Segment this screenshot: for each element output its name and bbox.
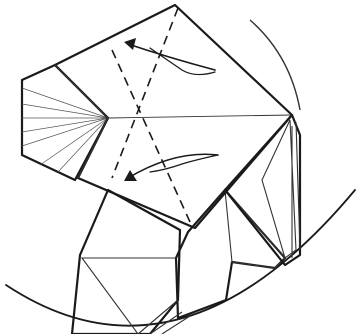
valley-fold-line	[112, 50, 190, 222]
lower-body-crease	[162, 316, 190, 334]
fold-arrowhead	[124, 38, 136, 50]
left-flap-crease	[22, 118, 108, 132]
background-circle-arc-upper	[250, 20, 300, 110]
left-flap-crease	[22, 88, 108, 118]
fold-arrowhead	[124, 170, 137, 181]
main-panel	[55, 5, 292, 228]
left-flap	[22, 65, 108, 180]
fold-arrow	[128, 44, 215, 70]
valley-fold-line	[112, 8, 178, 178]
right-layers	[225, 115, 300, 265]
main-panel-edge-crease	[55, 65, 108, 118]
fold-lines	[112, 8, 190, 222]
fold-arrow	[150, 155, 218, 172]
background-circle-arc	[6, 190, 355, 326]
right-layer-dark	[225, 115, 300, 265]
lower-body	[72, 190, 285, 334]
main-panel-edge-crease	[78, 118, 108, 178]
left-flap-crease	[40, 118, 108, 165]
main-panel-diagonal-crease	[108, 115, 292, 118]
